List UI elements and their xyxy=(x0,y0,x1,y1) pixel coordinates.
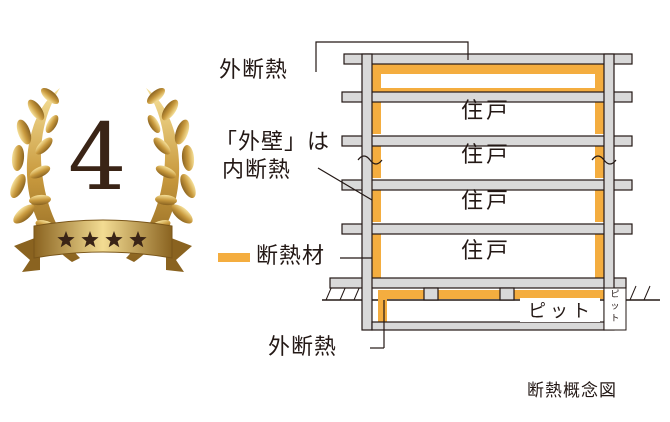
pit-vertical-char: ピ xyxy=(610,290,620,300)
laurel-badge-icon xyxy=(10,87,196,272)
star-icon xyxy=(81,231,99,248)
top-exterior-insulation-label: 外断熱 xyxy=(219,58,289,83)
pit-vertical-char: ッ xyxy=(610,302,620,312)
pit-label: ピット xyxy=(528,301,594,322)
unit-label: 住戸 xyxy=(460,99,511,124)
star-icon xyxy=(57,231,75,248)
unit-label: 住戸 xyxy=(460,189,511,214)
legend-insulation-label: 断熱材 xyxy=(256,244,326,269)
star-icon xyxy=(105,231,123,248)
diagram-caption: 断熱概念図 xyxy=(527,381,617,401)
wall-note-line1: 「外壁」は xyxy=(215,130,331,155)
star-icon xyxy=(129,231,147,248)
rating-stars xyxy=(57,231,147,248)
unit-label: 住戸 xyxy=(460,239,511,264)
rank-number: 4 xyxy=(68,104,127,211)
building-section xyxy=(218,41,660,349)
unit-label: 住戸 xyxy=(460,143,511,168)
bottom-exterior-insulation-label: 外断熱 xyxy=(268,335,338,360)
pit-vertical-char: ト xyxy=(610,314,620,324)
wall-note-line2: 内断熱 xyxy=(222,158,292,183)
